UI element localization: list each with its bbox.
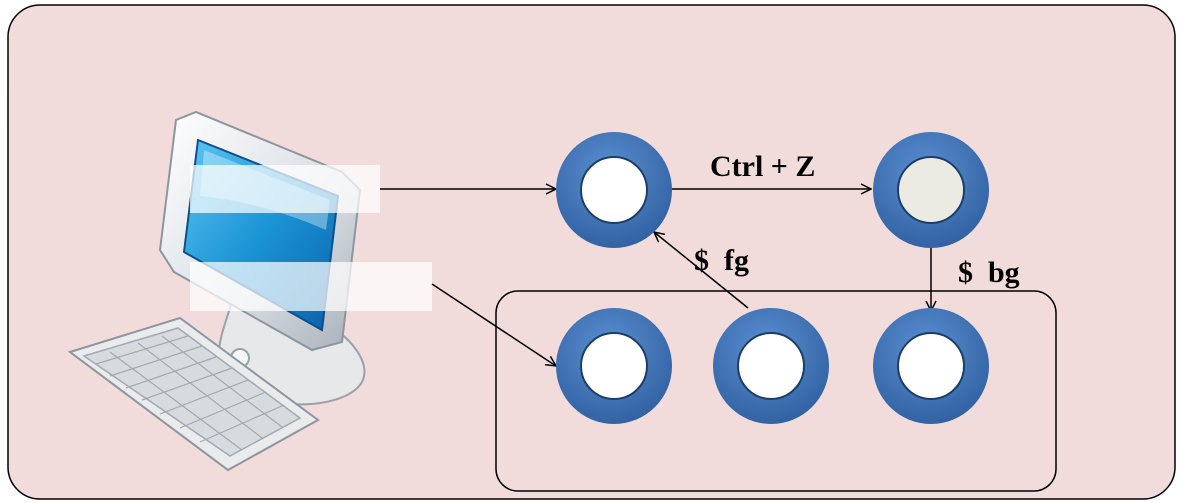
terminal-bar-top xyxy=(190,165,380,213)
keyboard-icon xyxy=(67,316,320,472)
node-background-job-1 xyxy=(556,308,672,424)
node-stopped-job xyxy=(873,132,989,248)
node-background-job-2 xyxy=(713,308,829,424)
label-fg: $ fg xyxy=(694,244,749,277)
label-bg: $ bg xyxy=(958,256,1020,289)
label-ctrl-z: Ctrl + Z xyxy=(710,150,815,183)
background-jobs-box xyxy=(495,290,1057,492)
arrow-fg xyxy=(654,232,749,309)
node-background-job-3 xyxy=(873,308,989,424)
arrow-terminal-to-background xyxy=(431,283,556,366)
node-foreground-job xyxy=(556,132,672,248)
terminal-bar-bottom xyxy=(190,262,432,311)
